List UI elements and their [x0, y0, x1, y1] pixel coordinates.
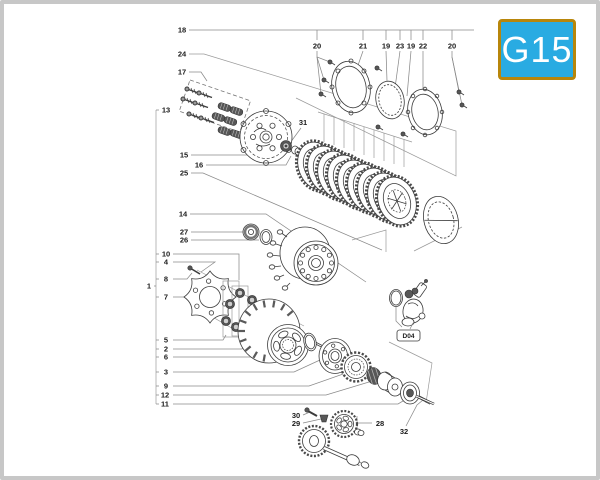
callout-9: 9 [164, 382, 168, 391]
callout-11: 11 [161, 400, 169, 409]
stop-plate [183, 270, 237, 324]
exploded-diagram: D04 [147, 26, 474, 469]
callout-15: 15 [180, 151, 188, 160]
callout-1: 1 [147, 282, 151, 291]
callout-17: 17 [178, 68, 186, 77]
sprocket [329, 409, 359, 439]
counter-gear-shaft [297, 424, 370, 469]
callout-16: 16 [195, 161, 203, 170]
small-screw [187, 265, 201, 275]
callout-26: 26 [180, 236, 188, 245]
spring-kit-box [178, 79, 252, 139]
callout-3: 3 [164, 368, 168, 377]
end-washer [400, 381, 435, 406]
callout-10: 10 [162, 250, 170, 259]
snap-ring [303, 332, 317, 352]
callout-5: 5 [164, 336, 168, 345]
callout-4: 4 [164, 258, 169, 267]
release-bearing [280, 140, 302, 156]
group-code-badge: G15 [498, 19, 576, 80]
hub-studs [266, 229, 291, 291]
leader-lines [154, 50, 463, 433]
pilot-bearing [242, 223, 273, 245]
callout-6: 6 [164, 353, 168, 362]
callout-13: 13 [162, 106, 170, 115]
callout-27: 27 [180, 228, 188, 237]
clutch-hub [266, 226, 339, 291]
callout-32: 32 [400, 427, 408, 436]
pressure-plate [239, 108, 293, 166]
coil-springs [211, 102, 244, 139]
cone-washer [319, 414, 329, 423]
spring-screws [180, 86, 215, 124]
callout-29: 29 [292, 419, 300, 428]
diaphragm-rings [318, 58, 468, 138]
callout-25: 25 [180, 169, 188, 178]
subassembly-ref-label: D04 [403, 333, 415, 340]
basket-slots [238, 300, 294, 362]
kickstart-pin [304, 407, 318, 417]
callout-30: 30 [292, 411, 300, 420]
callout-20b: 20 [448, 42, 456, 51]
clutch-actuator: D04 [389, 279, 428, 342]
callout-19b: 19 [407, 42, 415, 51]
callout-23: 23 [396, 42, 404, 51]
spacer-boss [377, 371, 403, 397]
clutch-basket [237, 298, 309, 366]
clutch-plate-stack [294, 139, 420, 228]
primary-gear [340, 351, 372, 383]
callout-2: 2 [164, 345, 168, 354]
spacer-bush [354, 428, 365, 436]
callout-20a: 20 [313, 42, 321, 51]
callout-7: 7 [164, 293, 168, 302]
callout-8: 8 [164, 275, 168, 284]
callout-21: 21 [359, 42, 367, 51]
callout-labels: 18 24 17 13 15 16 25 14 27 26 10 4 8 1 7… [147, 26, 456, 437]
callout-28: 28 [376, 419, 384, 428]
callout-22: 22 [419, 42, 427, 51]
steel-disc [423, 196, 459, 244]
callout-14: 14 [179, 210, 188, 219]
callout-12: 12 [161, 391, 169, 400]
callout-31: 31 [299, 118, 307, 127]
callout-19a: 19 [382, 42, 390, 51]
group-code-text: G15 [501, 28, 573, 70]
callout-18: 18 [178, 26, 186, 35]
callout-24: 24 [178, 50, 187, 59]
ring-bolts [318, 59, 468, 138]
